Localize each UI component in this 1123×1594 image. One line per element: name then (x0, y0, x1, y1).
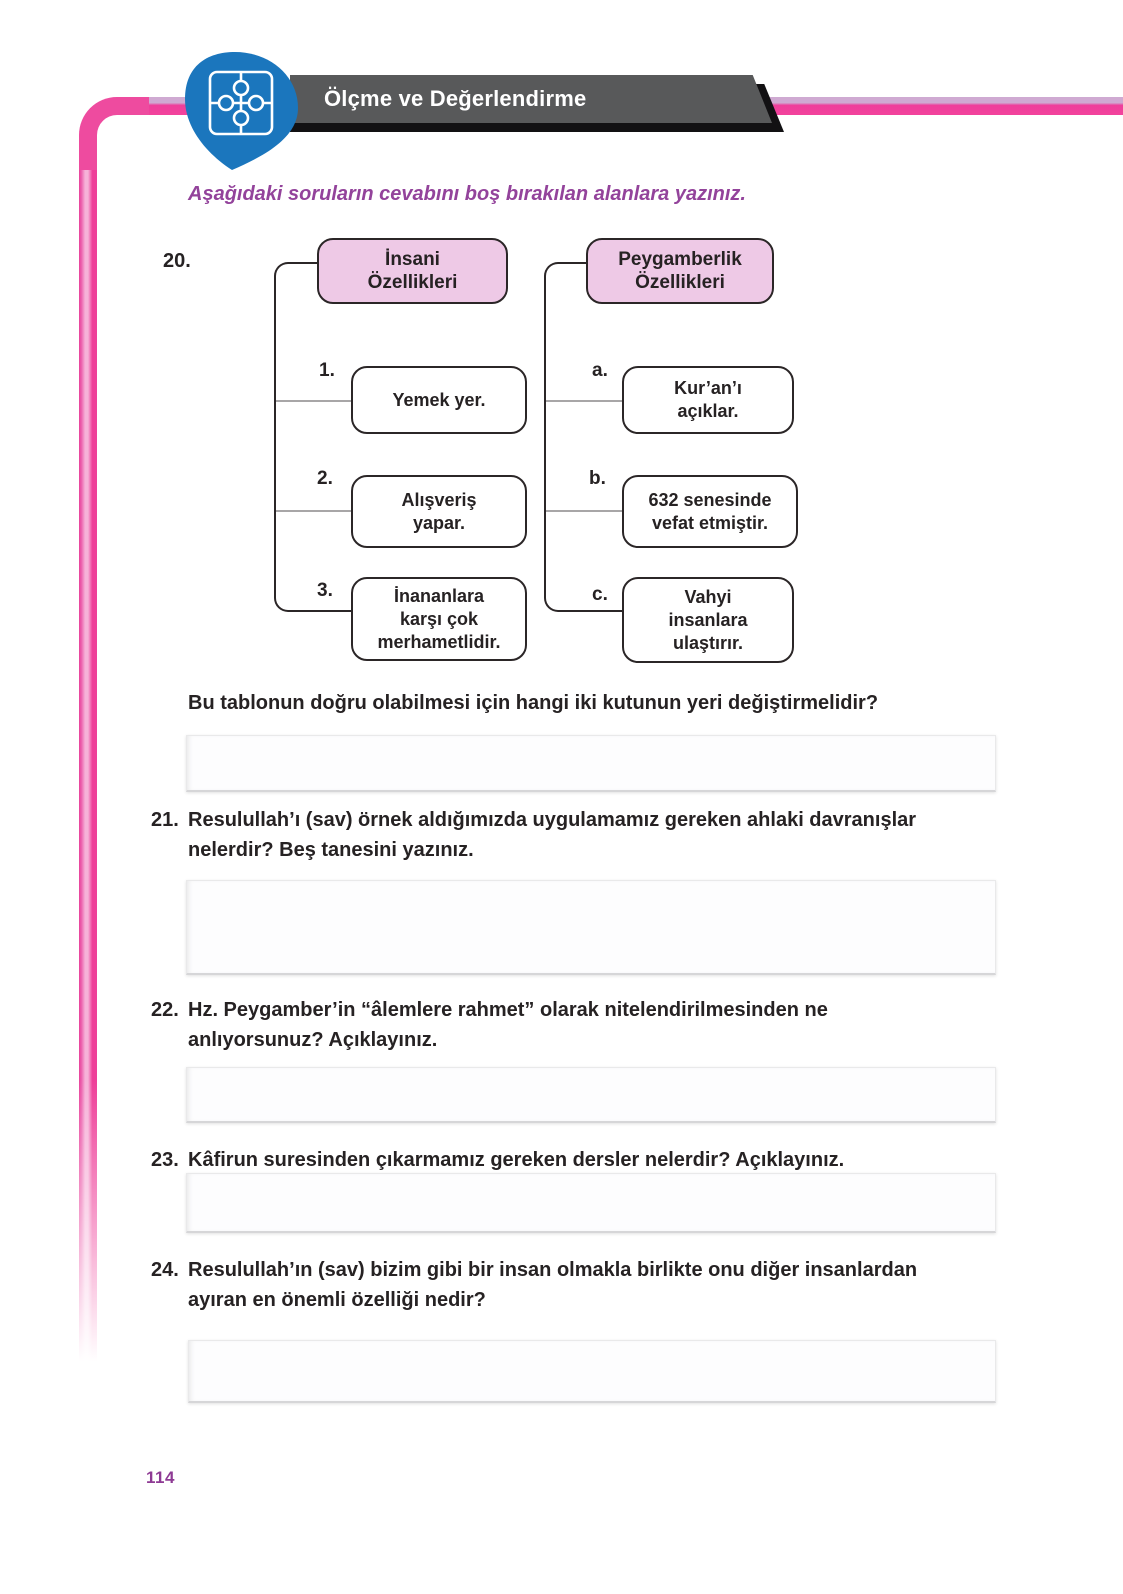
item-box-c: Vahyi insanlara ulaştırır. (622, 577, 794, 663)
item-label-2: 2. (317, 468, 333, 489)
question-20-text: Bu tablonun doğru olabilmesi için hangi … (188, 692, 879, 714)
question-22-number: 22. (151, 999, 179, 1021)
header-box-insani: İnsani Özellikleri (317, 238, 508, 304)
item-box-3: İnananlara karşı çok merhametlidir. (351, 577, 527, 661)
connector-line (276, 400, 352, 402)
item-label-a: a. (592, 360, 608, 381)
item-label-c: c. (592, 584, 608, 605)
instruction-text: Aşağıdaki soruların cevabını boş bırakıl… (188, 183, 746, 205)
question-22-text: Hz. Peygamber’in “âlemlere rahmet” olara… (188, 999, 828, 1051)
question-24-text: Resulullah’ın (sav) bizim gibi bir insan… (188, 1259, 918, 1311)
page-number: 114 (146, 1468, 175, 1487)
answer-box-24[interactable] (188, 1340, 996, 1403)
section-banner: Ölçme ve Değerlendirme (290, 75, 772, 123)
left-bracket-line (274, 262, 352, 612)
connector-line (546, 400, 623, 402)
item-box-b: 632 senesinde vefat etmiştir. (622, 475, 798, 548)
answer-box-23[interactable] (186, 1173, 996, 1233)
header-box-peygamberlik: Peygamberlik Özellikleri (586, 238, 774, 304)
page-border-corner (79, 97, 149, 182)
question-24-number: 24. (151, 1259, 179, 1281)
connector-line (276, 510, 352, 512)
question-21-number: 21. (151, 809, 179, 831)
section-title: Ölçme ve Değerlendirme (324, 86, 587, 111)
question-21-text: Resulullah’ı (sav) örnek aldığımızda uyg… (188, 809, 917, 861)
right-bracket-line (544, 262, 624, 612)
item-label-3: 3. (317, 580, 333, 601)
question-20-number: 20. (163, 250, 191, 272)
item-box-a: Kur’an’ı açıklar. (622, 366, 794, 434)
item-box-2: Alışveriş yapar. (351, 475, 527, 548)
item-box-1: Yemek yer. (351, 366, 527, 434)
connector-line (546, 510, 623, 512)
answer-box-20[interactable] (186, 735, 996, 792)
answer-box-21[interactable] (186, 880, 996, 975)
puzzle-icon (185, 52, 298, 170)
page-border-fade (74, 1080, 102, 1400)
item-label-b: b. (589, 468, 606, 489)
question-23-text: Kâfirun suresinden çıkarmamız gereken de… (188, 1149, 845, 1171)
answer-box-22[interactable] (186, 1067, 996, 1123)
item-label-1: 1. (319, 360, 335, 381)
question-23-number: 23. (151, 1149, 179, 1171)
